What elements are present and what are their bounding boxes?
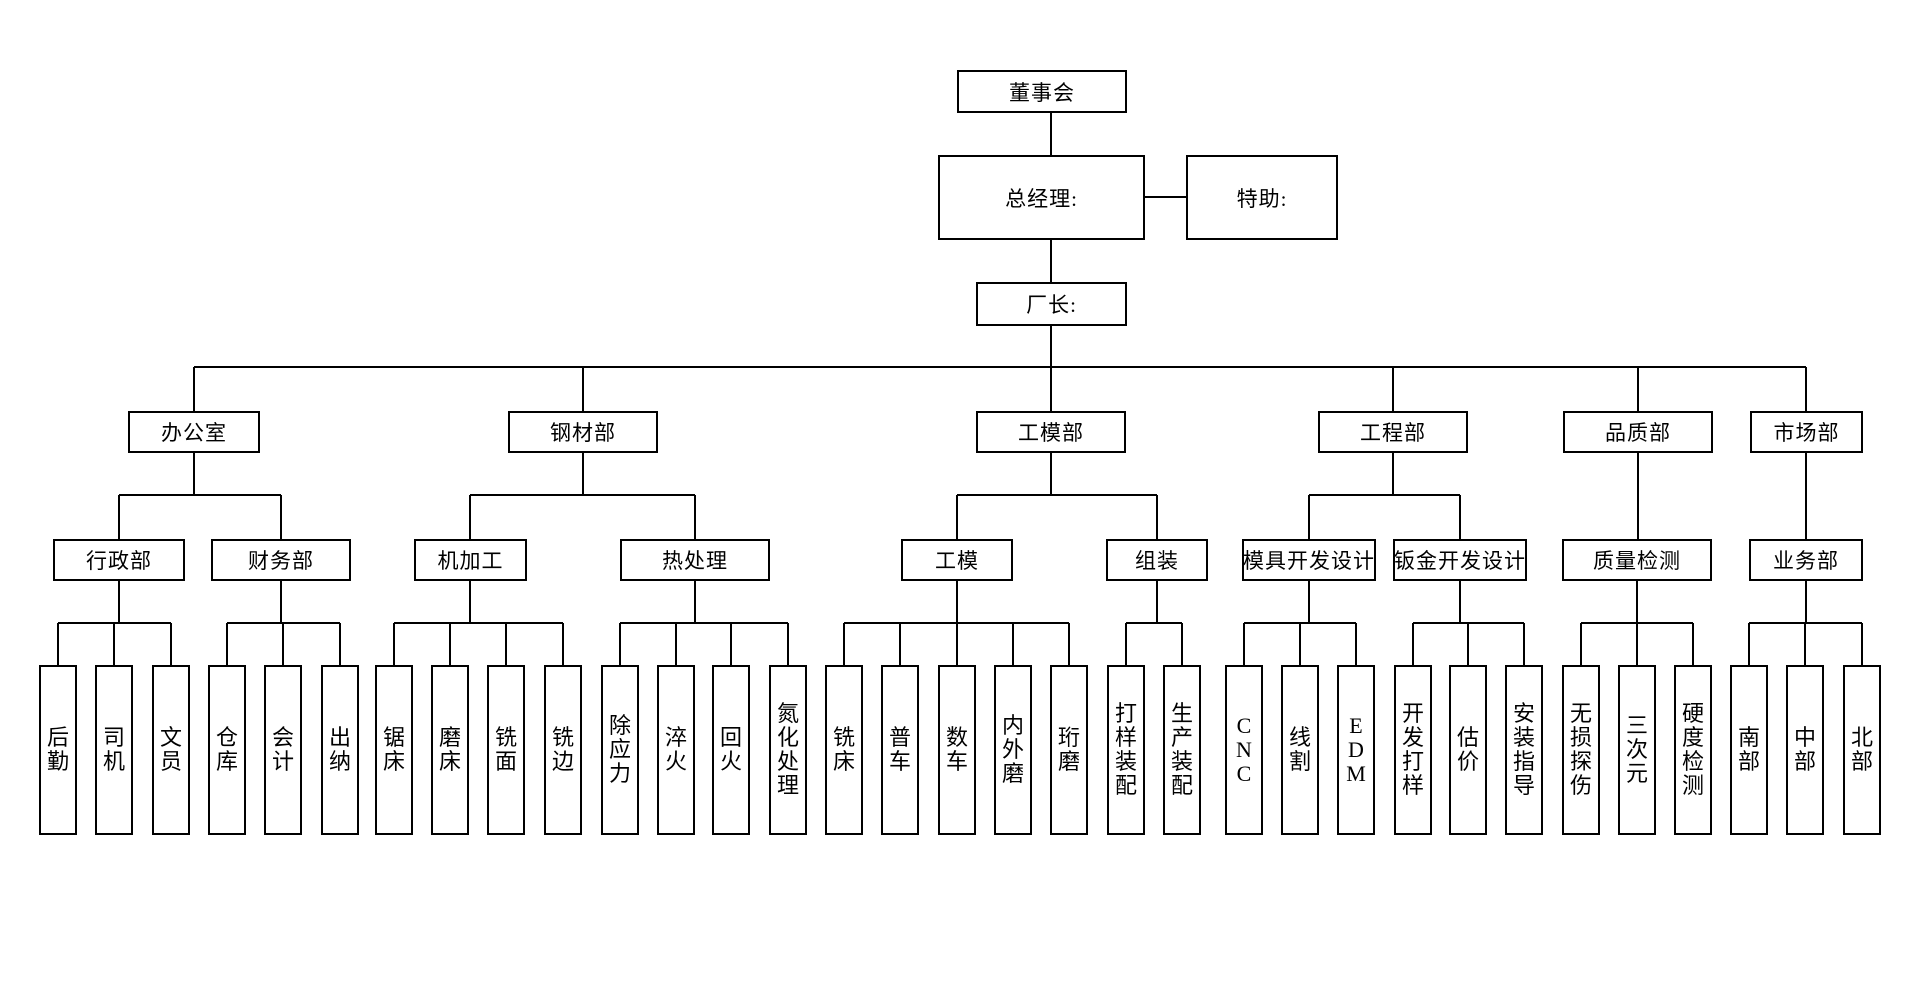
org-node-quality-inspection: 质量检测 [1562,539,1712,581]
org-node-lathe: 普车 [881,665,919,835]
org-node-mold-dev-design: 模具开发设计 [1242,539,1376,581]
org-node-steel-dept: 钢材部 [508,411,658,453]
org-node-cnc-lathe: 数车 [938,665,976,835]
org-node-nitriding: 氮化处理 [769,665,807,835]
org-node-special-assistant: 特助: [1186,155,1338,240]
org-node-machining: 机加工 [414,539,527,581]
org-node-office: 办公室 [128,411,260,453]
org-node-engineering-dept: 工程部 [1318,411,1468,453]
org-node-north-region: 北部 [1843,665,1881,835]
org-node-cmm: 三次元 [1618,665,1656,835]
org-node-assembly: 组装 [1106,539,1208,581]
org-node-tempering: 回火 [712,665,750,835]
org-node-stress-relief: 除应力 [601,665,639,835]
org-node-id-od-grinding: 内外磨 [994,665,1032,835]
org-node-central-region: 中部 [1786,665,1824,835]
org-node-south-region: 南部 [1730,665,1768,835]
org-node-finance-dept: 财务部 [211,539,351,581]
org-node-warehouse: 仓库 [208,665,246,835]
org-node-clerk: 文员 [152,665,190,835]
org-node-ndt: 无损探伤 [1562,665,1600,835]
org-node-milling-machine: 铣床 [825,665,863,835]
org-node-hardness-testing: 硬度检测 [1674,665,1712,835]
org-node-grinding-machine: 磨床 [431,665,469,835]
org-node-honing: 珩磨 [1050,665,1088,835]
org-node-dev-sampling: 开发打样 [1394,665,1432,835]
org-node-market-dept: 市场部 [1750,411,1863,453]
org-node-sample-assembly: 打样装配 [1107,665,1145,835]
org-node-wire-cutting: 线割 [1281,665,1319,835]
org-node-estimation: 估价 [1449,665,1487,835]
org-node-tooling: 工模 [901,539,1013,581]
org-node-sales-dept: 业务部 [1749,539,1863,581]
org-node-driver: 司机 [95,665,133,835]
org-node-admin-dept: 行政部 [53,539,185,581]
org-node-cashier: 出纳 [321,665,359,835]
org-node-sheetmetal-dev-design: 钣金开发设计 [1393,539,1527,581]
org-node-production-assembly: 生产装配 [1163,665,1201,835]
org-node-milling-face: 铣面 [487,665,525,835]
org-node-general-manager: 总经理: [938,155,1145,240]
org-node-milling-edge: 铣边 [544,665,582,835]
org-node-board-of-directors: 董事会 [957,70,1127,113]
org-node-quality-dept: 品质部 [1563,411,1713,453]
org-node-logistics: 后勤 [39,665,77,835]
org-node-saw-machine: 锯床 [375,665,413,835]
org-node-heat-treatment: 热处理 [620,539,770,581]
org-node-quenching: 淬火 [657,665,695,835]
org-node-accounting: 会计 [264,665,302,835]
org-node-factory-director: 厂长: [976,282,1127,326]
org-node-tooling-dept: 工模部 [976,411,1126,453]
org-node-install-guidance: 安装指导 [1505,665,1543,835]
